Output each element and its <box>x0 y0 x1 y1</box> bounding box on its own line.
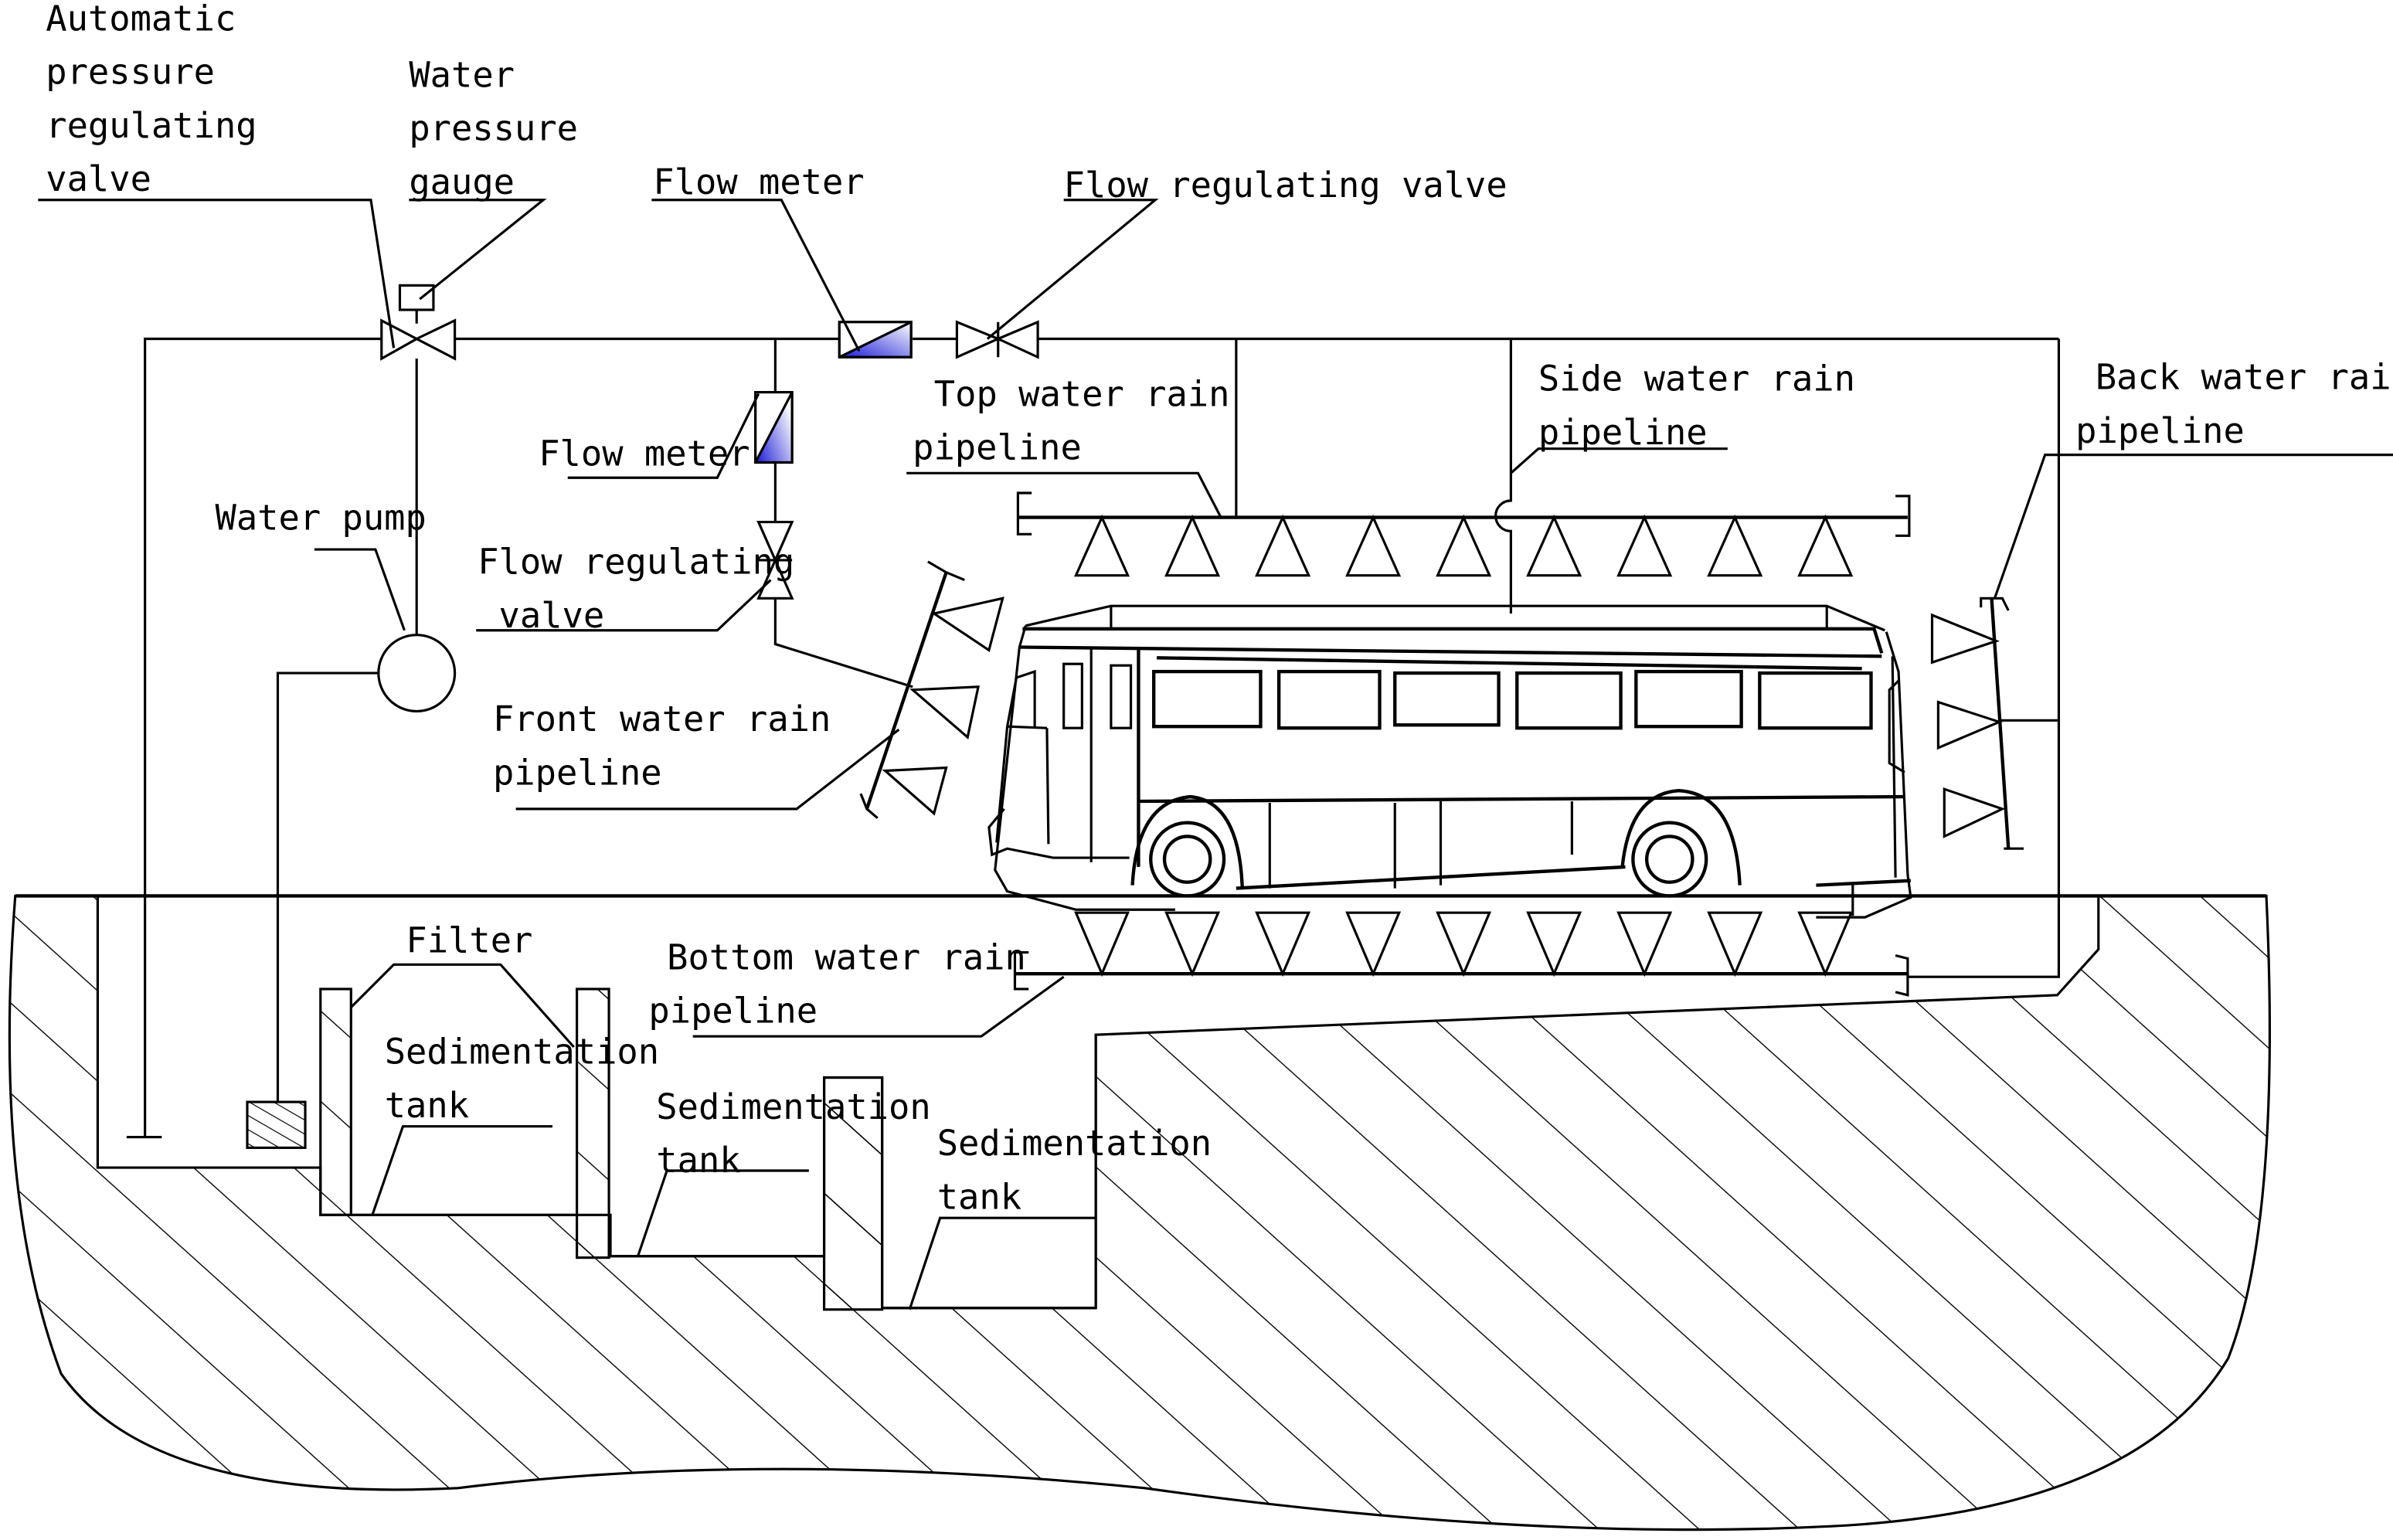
label-auto-valve-3: regulating <box>46 105 257 146</box>
label-auto-valve-4: valve <box>46 158 151 199</box>
label-tank-3-1: Sedimentation <box>937 1123 1212 1164</box>
top-nozzle <box>1164 514 1221 577</box>
back-water-rain-pipeline <box>1930 597 2024 850</box>
top-nozzle <box>1707 514 1763 577</box>
main-piping <box>144 337 2061 1137</box>
label-auto-valve-1: Automatic <box>46 0 236 39</box>
label-pressure-gauge-1: Water <box>409 55 515 96</box>
water-pressure-gauge <box>398 284 435 324</box>
flow-regulating-valve-main <box>955 320 1039 359</box>
label-bottom-pipeline-1: Bottom water rain <box>667 937 1026 977</box>
label-tank-2-2: tank <box>656 1140 740 1181</box>
bottom-nozzle <box>1074 911 1130 977</box>
label-auto-valve-2: pressure <box>46 52 215 93</box>
label-water-pump: Water pump <box>215 497 426 538</box>
top-nozzle <box>1074 514 1130 577</box>
label-top-pipeline-2: pipeline <box>913 427 1082 468</box>
label-pressure-gauge-3: gauge <box>409 161 515 202</box>
bottom-nozzle <box>1526 911 1582 977</box>
label-back-pipeline-1: Back water rain <box>2096 357 2393 398</box>
front-water-rain-pipeline <box>859 560 1004 819</box>
label-back-pipeline-2: pipeline <box>2075 410 2245 451</box>
bus <box>987 604 1912 919</box>
label-side-pipeline-1: Side water rain <box>1538 359 1855 399</box>
label-flow-meter-main: Flow meter <box>653 161 864 202</box>
leader-lines <box>38 199 2393 1311</box>
tank-wall <box>822 1076 884 1311</box>
filter <box>350 963 575 1049</box>
label-flow-meter-branch: Flow meter <box>539 433 750 474</box>
flow-meter-main <box>838 321 913 359</box>
label-bottom-pipeline-2: pipeline <box>648 990 817 1031</box>
label-tank-1-2: tank <box>385 1085 469 1126</box>
bottom-water-rain-pipeline <box>1013 911 1909 997</box>
flow-regulating-valve-branch <box>756 520 794 600</box>
top-nozzle <box>1255 514 1311 577</box>
top-nozzle <box>1797 514 1854 577</box>
bottom-nozzle <box>1707 911 1763 977</box>
label-flow-valve-branch-1: Flow regulating <box>478 542 794 583</box>
top-water-rain-pipeline <box>1016 491 1911 577</box>
label-flow-valve-main: Flow regulating valve <box>1064 165 1508 206</box>
bottom-nozzle <box>1616 911 1673 977</box>
tank-wall <box>319 988 352 1216</box>
label-front-pipeline-1: Front water rain <box>493 699 831 739</box>
water-pump <box>377 634 457 713</box>
pump-strainer <box>246 1100 307 1149</box>
bottom-nozzle <box>1255 911 1311 977</box>
bottom-nozzle <box>1797 911 1854 977</box>
label-pressure-gauge-2: pressure <box>409 108 578 149</box>
automatic-pressure-regulating-valve <box>380 318 457 361</box>
top-nozzle <box>1616 514 1673 577</box>
label-front-pipeline-2: pipeline <box>493 752 662 793</box>
label-tank-1-1: Sedimentation <box>385 1032 659 1073</box>
tank-wall <box>576 988 610 1260</box>
label-flow-valve-branch-2: valve <box>478 595 604 636</box>
top-nozzle <box>1526 514 1582 577</box>
label-tank-2-1: Sedimentation <box>656 1086 930 1127</box>
tank-structures <box>126 963 1097 1311</box>
label-side-pipeline-2: pipeline <box>1538 412 1708 453</box>
bus-windows <box>1152 669 1873 730</box>
bottom-nozzle <box>1436 911 1492 977</box>
flow-meter-branch <box>754 391 794 464</box>
bottom-nozzle <box>1345 911 1402 977</box>
top-nozzle <box>1345 514 1402 577</box>
top-nozzle <box>1436 514 1492 577</box>
bottom-nozzle <box>1164 911 1221 977</box>
labels: Automatic pressure regulating valve Wate… <box>46 0 2393 1217</box>
label-filter: Filter <box>406 920 532 961</box>
label-top-pipeline-1: Top water rain <box>934 373 1230 414</box>
label-tank-3-2: tank <box>937 1176 1021 1217</box>
